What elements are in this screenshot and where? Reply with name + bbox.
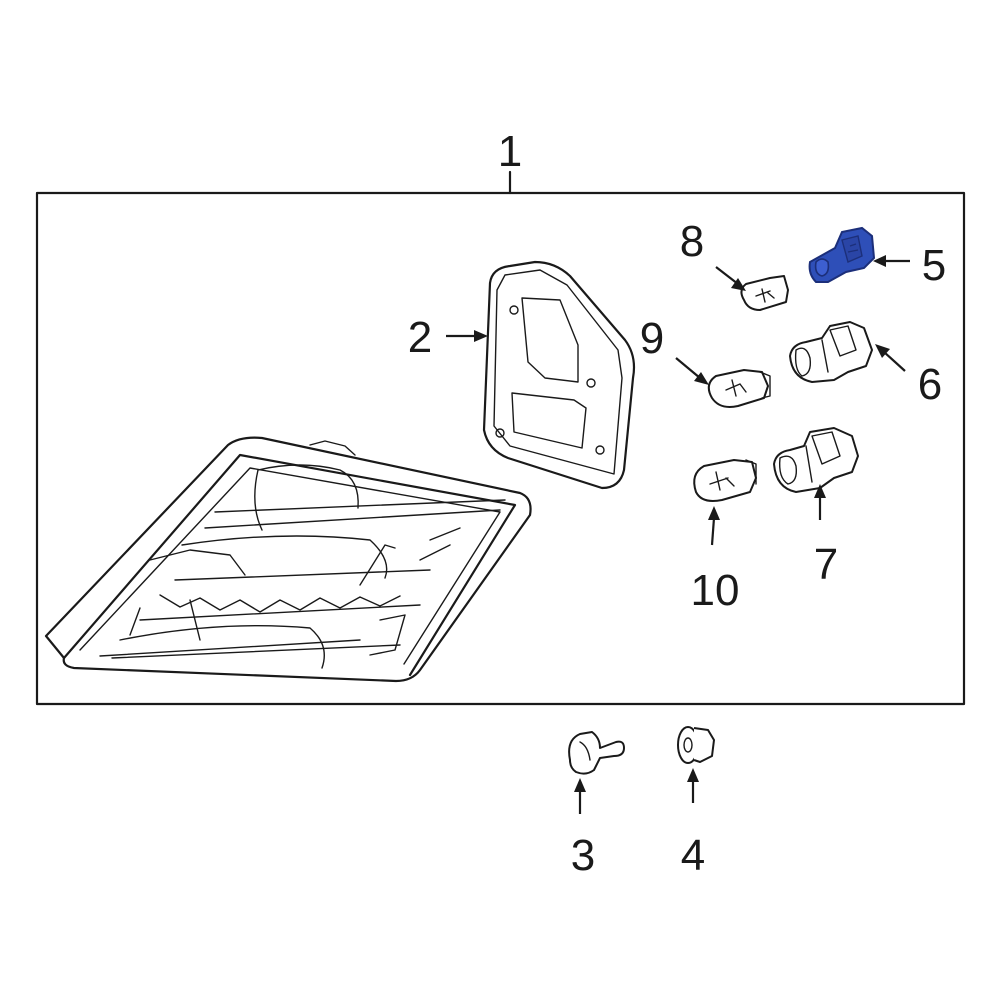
bulb-socket-part-6 (789, 321, 873, 383)
clip-part-3 (568, 731, 625, 775)
callout-3-label: 3 (571, 831, 595, 880)
callout-10-label: 10 (691, 566, 740, 615)
callout-10-arrow (708, 506, 720, 546)
assembly-frame (35, 191, 966, 706)
callout-6-arrow (875, 344, 906, 372)
bulb-socket-part-5 (808, 226, 876, 283)
callout-2-label: 2 (408, 313, 432, 362)
callout-9-label: 9 (640, 314, 664, 363)
callout-2-arrow (446, 330, 488, 342)
gasket-part-2 (482, 260, 636, 490)
callout-5-arrow (873, 255, 910, 267)
bulb-part-9 (707, 369, 771, 408)
callout-8-arrow (715, 266, 746, 291)
callout-8-label: 8 (680, 217, 704, 266)
callout-7-arrow (814, 484, 826, 520)
callout-3-arrow (574, 778, 586, 814)
callout-5-label: 5 (922, 241, 946, 290)
tail-lamp-lens (44, 436, 532, 683)
bulb-part-10 (693, 459, 757, 502)
callout-9-arrow (675, 357, 709, 385)
callout-7-label: 7 (814, 540, 838, 589)
callout-4-arrow (687, 768, 699, 803)
callout-6-label: 6 (918, 360, 942, 409)
callout-4-label: 4 (681, 831, 705, 880)
nut-part-4 (677, 726, 715, 764)
bulb-part-8 (740, 275, 789, 311)
callout-1-label: 1 (498, 127, 522, 176)
bulb-socket-part-7 (773, 427, 859, 493)
